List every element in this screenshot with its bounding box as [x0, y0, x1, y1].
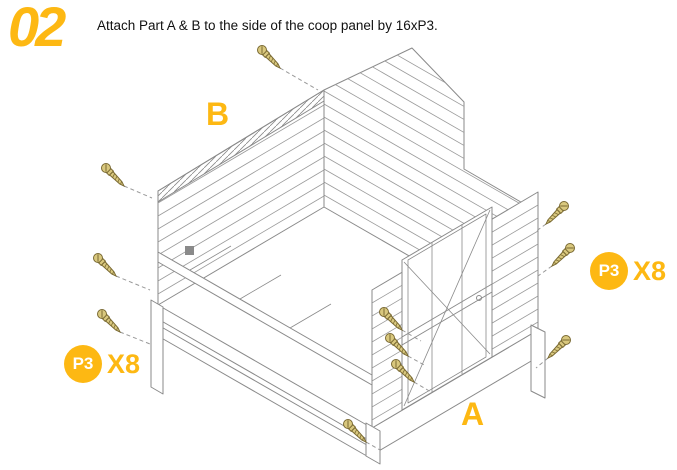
coop-door: [401, 206, 493, 411]
base-rail-front-upper: [157, 304, 373, 443]
right-leg: [530, 324, 546, 399]
base-rail-front-lower: [157, 324, 373, 460]
screw-icon: [99, 161, 128, 190]
part-label-a: A: [461, 396, 485, 432]
hardware-callout-left: P3 X8: [64, 345, 140, 383]
instruction-text: Attach Part A & B to the side of the coo…: [97, 18, 438, 33]
part-label-b: B: [206, 96, 230, 132]
left-leg: [150, 299, 164, 395]
left-panel-top-trim: [157, 89, 325, 203]
screw-icon: [95, 307, 124, 336]
door-knob: [476, 295, 482, 301]
p3-part-badge: P3: [64, 345, 102, 383]
screw-icon: [548, 241, 577, 270]
screw-icon: [91, 251, 120, 280]
latch-bracket: [185, 246, 194, 255]
hardware-count: X8: [107, 348, 141, 379]
front-leg: [365, 422, 381, 465]
back-panel-planks: [324, 48, 538, 319]
screw-icon: [542, 199, 571, 228]
screw-icon: [255, 43, 284, 72]
screw-leader-lines: [115, 67, 553, 451]
hardware-count: X8: [633, 255, 667, 286]
loft-floor-rail: [157, 251, 373, 386]
screw-icon: [544, 333, 573, 362]
step-number: 02: [8, 0, 66, 58]
hardware-callout-right: P3 X8: [590, 252, 666, 290]
p3-part-badge: P3: [590, 252, 628, 290]
coop-structure: [150, 47, 546, 465]
